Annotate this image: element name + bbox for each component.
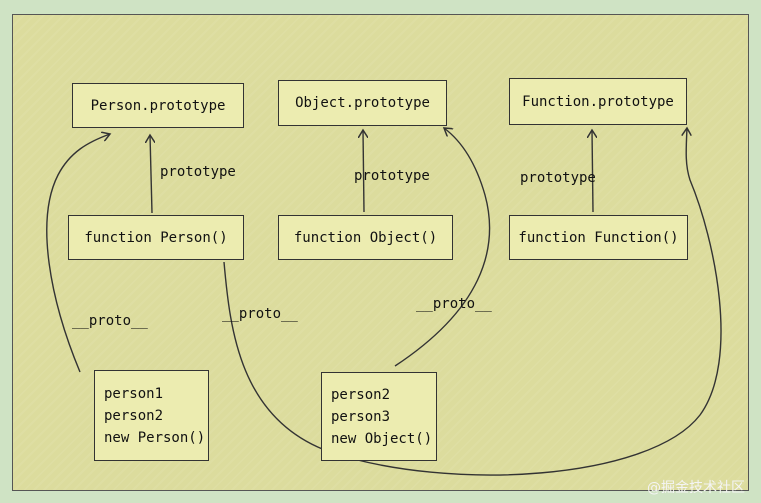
instance-item: person2 xyxy=(104,407,164,424)
instance-item: new Object() xyxy=(331,430,433,447)
edge-label-proto: __proto__ xyxy=(222,306,298,322)
edge-label-proto: __proto__ xyxy=(72,313,148,329)
function-person-node: function Person() xyxy=(68,215,244,260)
edge-label-proto: __proto__ xyxy=(416,296,492,312)
function-function-node: function Function() xyxy=(509,215,688,260)
instance-item: new Person() xyxy=(104,429,206,446)
function-prototype-node: Function.prototype xyxy=(509,78,687,125)
edge-label-prototype: prototype xyxy=(160,164,236,180)
instance-item: person3 xyxy=(331,408,391,425)
instance-item: person2 xyxy=(331,386,391,403)
function-object-node: function Object() xyxy=(278,215,453,260)
edge-label-prototype: prototype xyxy=(520,170,596,186)
person-instances-node: person1 person2 new Person() xyxy=(94,370,209,461)
person-prototype-node: Person.prototype xyxy=(72,83,244,128)
object-prototype-node: Object.prototype xyxy=(278,80,447,126)
watermark: @掘金技术社区 xyxy=(647,480,745,496)
edge-label-prototype: prototype xyxy=(354,168,430,184)
object-instances-node: person2 person3 new Object() xyxy=(321,372,437,461)
instance-item: person1 xyxy=(104,385,164,402)
